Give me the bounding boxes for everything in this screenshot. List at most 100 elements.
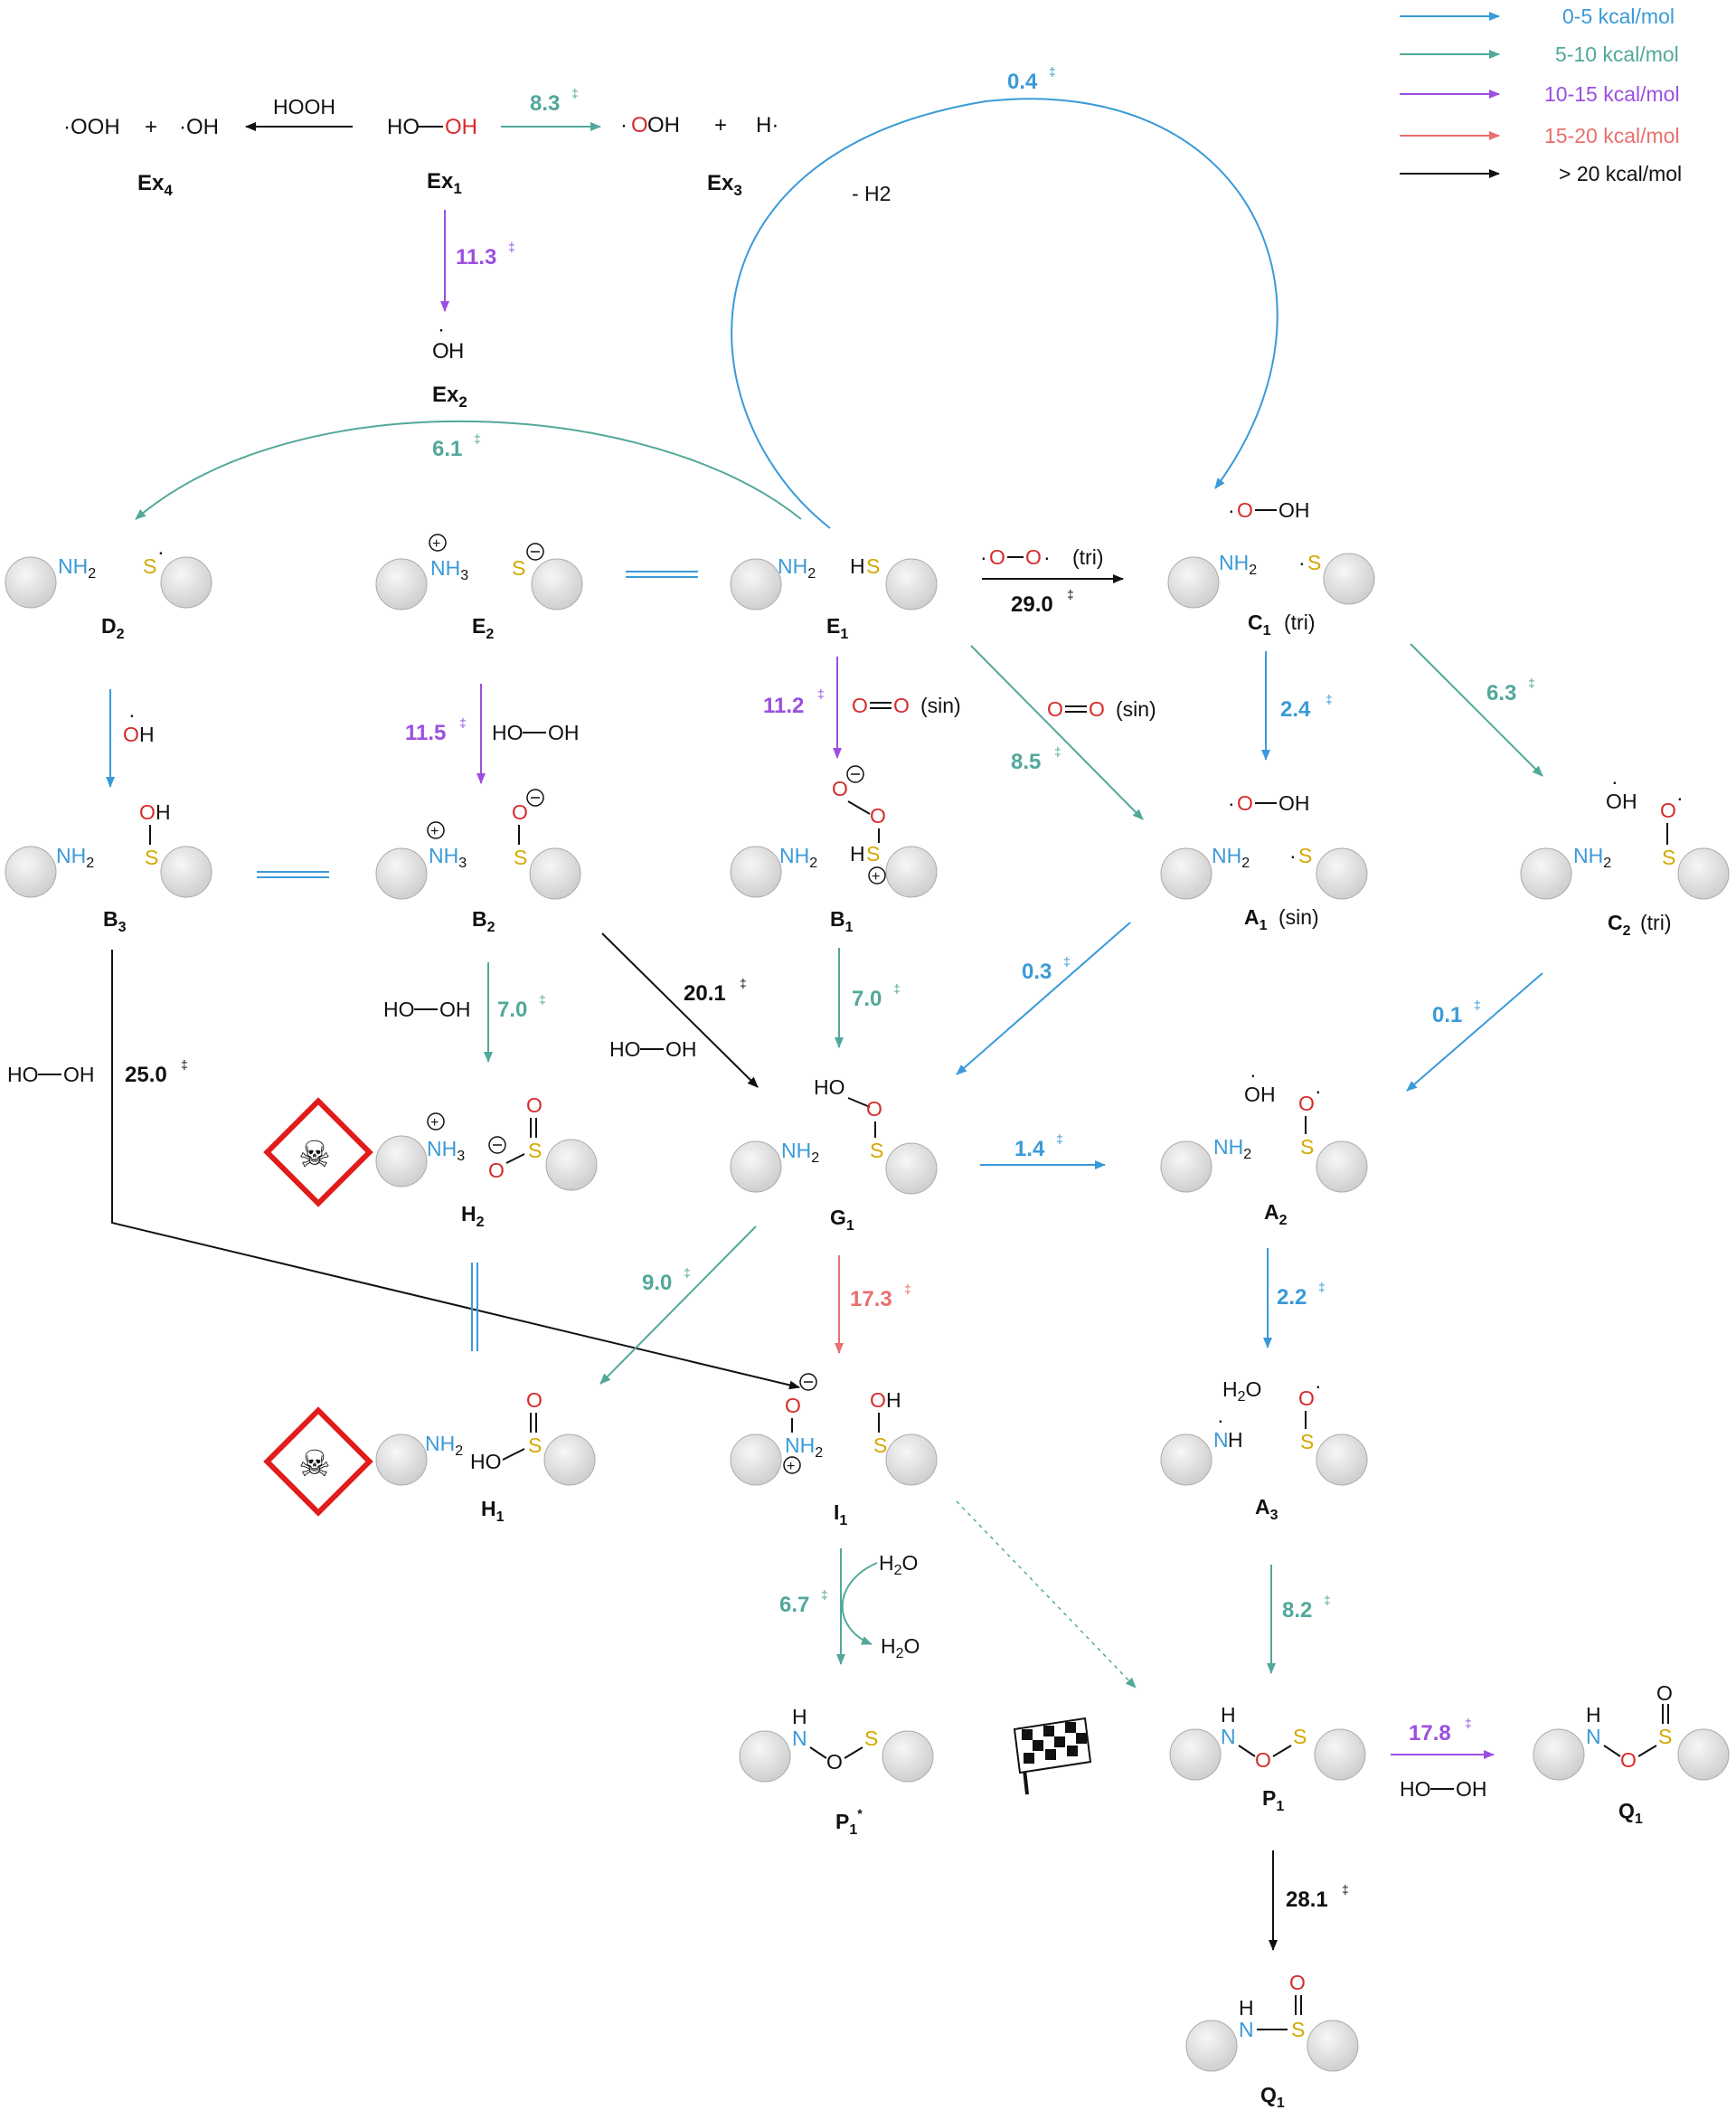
label-a2: A2 (1264, 1200, 1288, 1228)
label-d2: D2 (101, 614, 125, 642)
svg-text:☠: ☠ (298, 1135, 331, 1175)
svg-text:NH2: NH2 (779, 844, 817, 871)
arrow-c2-a2 (1406, 972, 1543, 1092)
svg-text:H: H (850, 842, 865, 866)
svg-text:‡: ‡ (1342, 1882, 1349, 1897)
svg-text:‡: ‡ (1049, 64, 1056, 79)
svg-text:S: S (512, 556, 525, 580)
svg-text:O: O (832, 777, 848, 800)
svg-text:H: H (1586, 1703, 1601, 1727)
label-c2: C2 (1608, 911, 1631, 939)
label-h2: H2 (461, 1202, 485, 1230)
species-ex4: ·OOH + ·OH Ex4 (63, 115, 219, 199)
barrier-e1-a1: 8.5‡ (1011, 744, 1061, 774)
svg-text:OH: OH (548, 721, 580, 744)
label-q1b: Q1 (1260, 2083, 1285, 2110)
species-ex1: HO OH Ex1 (387, 115, 477, 197)
svg-text:H2O: H2O (881, 1634, 920, 1661)
label-g1: G1 (830, 1206, 854, 1234)
legend: 0-5 kcal/mol 5-10 kcal/mol 10-15 kcal/mo… (1400, 5, 1682, 185)
svg-text:O: O (866, 1097, 882, 1121)
svg-text:‡: ‡ (1063, 954, 1071, 969)
svg-text:6.1: 6.1 (432, 437, 462, 461)
label-ex1: Ex1 (427, 169, 462, 197)
svg-text:O: O (432, 339, 449, 364)
svg-text:O: O (1620, 1748, 1637, 1772)
svg-text:8.2: 8.2 (1282, 1598, 1312, 1623)
svg-text:O: O (1047, 697, 1063, 721)
svg-text:OH: OH (439, 998, 471, 1021)
svg-text:·: · (1315, 1079, 1322, 1102)
svg-text:OH: OH (665, 1037, 697, 1061)
svg-text:0.3: 0.3 (1022, 960, 1052, 984)
svg-text:·: · (1315, 1374, 1322, 1397)
svg-text:·: · (438, 317, 445, 342)
svg-text:O: O (1237, 498, 1253, 522)
species-h2: NH3 + O S O H2 (375, 1093, 598, 1230)
svg-text:S: S (1662, 846, 1675, 869)
barrier-i1-p1star: 6.7‡ (779, 1587, 828, 1617)
arrow-e1-a1 (970, 645, 1144, 820)
label-a1: A1 (1244, 905, 1268, 933)
svg-text:NH2: NH2 (425, 1432, 463, 1459)
svg-text:S: S (1300, 1430, 1314, 1453)
svg-text:·: · (1676, 786, 1684, 809)
reagent-h2o-out: H2O (881, 1634, 920, 1661)
barrier-p1-q1a: 17.8‡ (1409, 1716, 1472, 1746)
svg-text:H: H (792, 1705, 807, 1728)
barrier-b2-g1: 20.1‡ (684, 976, 747, 1006)
svg-text:+: + (787, 1459, 795, 1474)
arrow-c1-c2 (1410, 643, 1543, 777)
label-e2: E2 (472, 614, 494, 642)
barrier-ex1-ex2: 11.3‡ (456, 240, 515, 270)
label-h1: H1 (481, 1497, 505, 1525)
svg-text:‡: ‡ (1067, 587, 1074, 601)
svg-text:H2O: H2O (879, 1551, 918, 1578)
species-e2: NH3 + S E2 (375, 534, 583, 642)
svg-text:‡: ‡ (1326, 692, 1333, 706)
barrier-g1-h1: 9.0‡ (642, 1265, 691, 1295)
svg-text:28.1: 28.1 (1286, 1888, 1328, 1912)
svg-text:+: + (432, 536, 440, 552)
svg-text:O: O (1244, 1083, 1260, 1106)
svg-text:·: · (1250, 1063, 1257, 1086)
svg-text:O: O (1289, 1971, 1306, 1994)
svg-text:6.3: 6.3 (1486, 681, 1516, 705)
svg-text:NH2: NH2 (1212, 844, 1250, 871)
svg-text:HO: HO (1400, 1777, 1431, 1801)
svg-text:‡: ‡ (1528, 676, 1535, 690)
svg-text:O: O (1656, 1681, 1673, 1705)
svg-text:H: H (1228, 1428, 1243, 1452)
svg-text:O: O (123, 723, 139, 746)
label-b2: B2 (472, 907, 495, 935)
svg-text:H: H (1622, 790, 1637, 813)
svg-text:+: + (714, 113, 727, 137)
checkered-flag-icon (1013, 1717, 1092, 1795)
svg-text:N: N (1213, 1428, 1229, 1452)
svg-text:‡: ‡ (1324, 1593, 1331, 1607)
arrow-e1-c1-loop (731, 98, 1278, 529)
svg-text:‡: ‡ (459, 715, 467, 730)
svg-text:‡: ‡ (684, 1265, 691, 1280)
svg-text:·: · (1043, 545, 1051, 569)
arrow-g1-h1 (599, 1225, 757, 1385)
svg-text:‡: ‡ (821, 1587, 828, 1602)
svg-text:11.2: 11.2 (763, 694, 804, 718)
barrier-p1-q1b: 28.1 ‡ (1286, 1882, 1349, 1912)
svg-text:S: S (1291, 2018, 1305, 2041)
svg-text:7.0: 7.0 (497, 998, 527, 1022)
svg-text:O: O (1298, 1092, 1315, 1115)
svg-text:H: H (448, 339, 464, 364)
svg-text:(sin): (sin) (920, 694, 961, 717)
label-b3: B3 (103, 907, 127, 935)
label-ex3: Ex3 (707, 171, 742, 199)
svg-text:·: · (1298, 551, 1306, 574)
